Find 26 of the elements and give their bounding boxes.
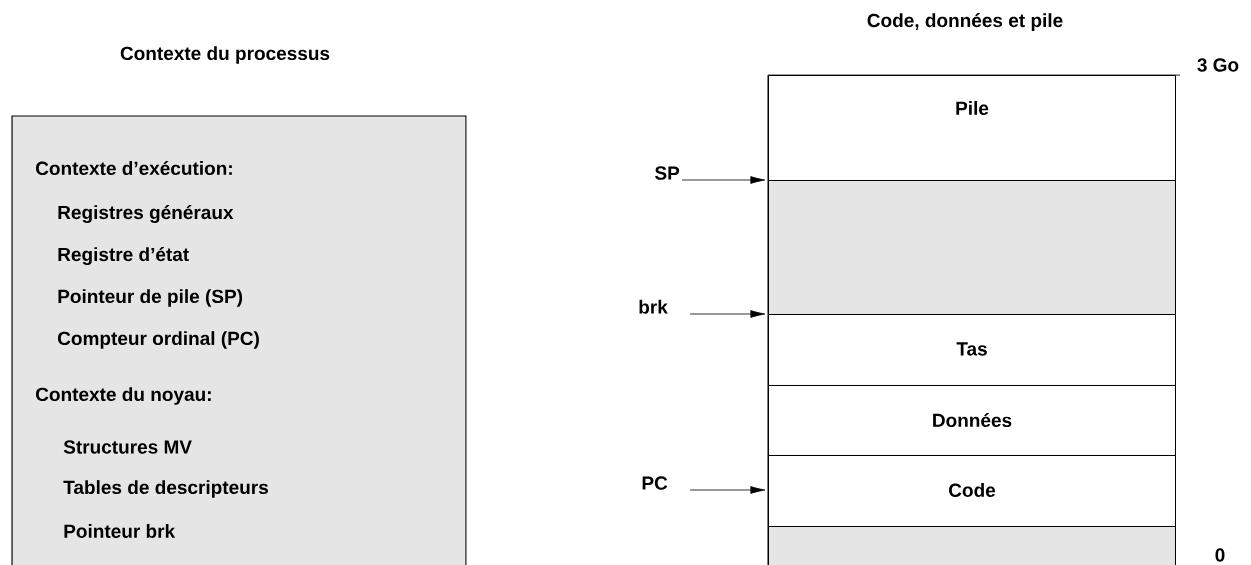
pointer-label: PC bbox=[642, 476, 668, 490]
list-item: Pointeur de pile (SP) bbox=[58, 289, 243, 307]
memory-segment: Code bbox=[768, 455, 1176, 527]
heading: Code, données et pile bbox=[867, 13, 1063, 31]
list-item: Compteur ordinal (PC) bbox=[58, 331, 259, 349]
arrow bbox=[689, 486, 766, 494]
memory-segment bbox=[768, 180, 1176, 315]
arrow bbox=[681, 176, 766, 184]
context-panel bbox=[11, 46, 467, 565]
list-item: Structures MV bbox=[63, 440, 192, 454]
arrow bbox=[689, 310, 766, 318]
pointer-label: brk bbox=[639, 299, 668, 314]
list-item: Tables de descripteurs bbox=[63, 480, 268, 498]
memory-segment: Données bbox=[768, 385, 1176, 456]
list-item: Pointeur brk bbox=[64, 524, 176, 538]
section-heading: Contexte d’exécution: bbox=[36, 160, 232, 176]
list-item: Registres généraux bbox=[58, 205, 234, 223]
pointer-label: SP bbox=[655, 166, 680, 180]
address-label: 0 bbox=[1215, 548, 1225, 562]
list-item: Registre d’état bbox=[58, 247, 189, 265]
section-heading: Contexte du noyau: bbox=[36, 387, 211, 405]
memory-segment: Pile bbox=[768, 75, 1176, 181]
address-label: 3 Go bbox=[1197, 58, 1239, 72]
memory-segment: Tas bbox=[768, 314, 1176, 386]
memory-segment bbox=[768, 526, 1176, 565]
heading: Contexte du processus bbox=[120, 46, 330, 64]
